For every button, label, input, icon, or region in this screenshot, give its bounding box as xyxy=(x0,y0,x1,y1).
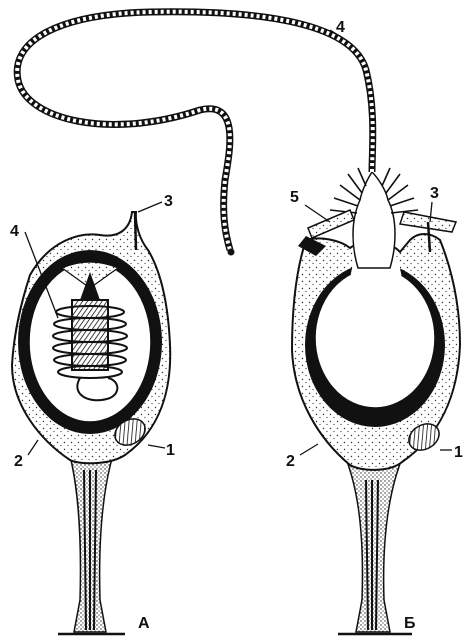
cell-stalk-b xyxy=(340,445,408,632)
callout-a-2: 2 xyxy=(14,453,23,470)
cnidocil-a xyxy=(135,212,136,250)
panel-b-tag: Б xyxy=(404,615,416,632)
everted-thread-base xyxy=(353,172,395,268)
callout-b-3: 3 xyxy=(430,185,439,202)
panel-a: 1 2 3 4 А xyxy=(10,193,175,634)
capsule-interior-b xyxy=(315,268,435,408)
callout-b-1: 1 xyxy=(454,444,463,461)
operculum-lid-left xyxy=(308,210,354,238)
panel-a-tag: А xyxy=(138,615,150,632)
callout-b-4: 4 xyxy=(336,19,345,36)
callout-a-1: 1 xyxy=(166,442,175,459)
thread-tip xyxy=(228,249,235,256)
callout-b-5: 5 xyxy=(290,189,299,206)
callout-a-3: 3 xyxy=(164,193,173,210)
callout-a-4: 4 xyxy=(10,223,19,240)
callout-b-2: 2 xyxy=(286,453,295,470)
